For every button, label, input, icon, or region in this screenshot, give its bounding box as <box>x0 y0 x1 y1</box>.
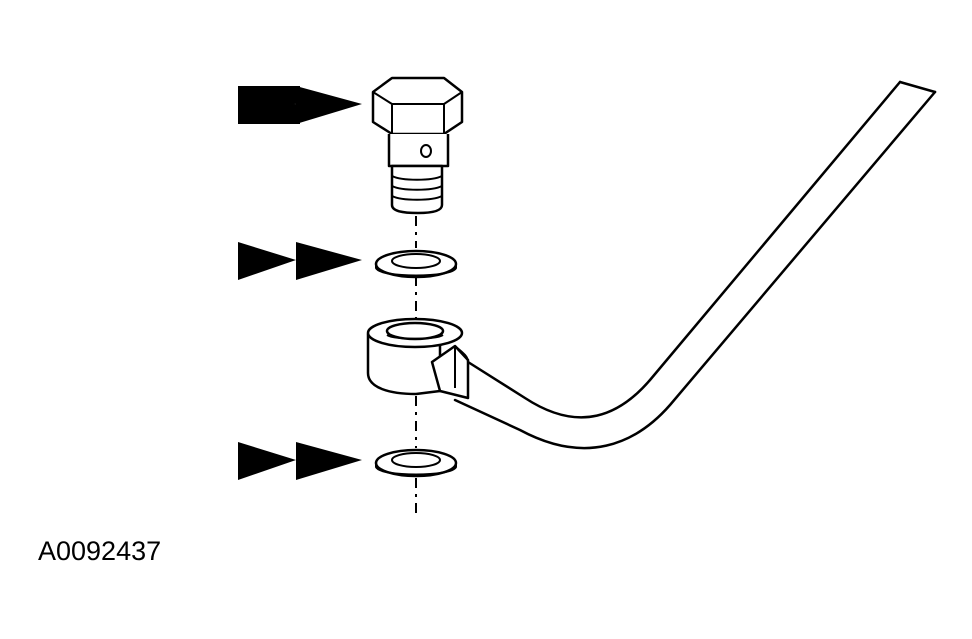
double-arrow-icon <box>238 242 362 280</box>
fuel-line <box>453 80 937 450</box>
lower-sealing-washer <box>374 448 458 478</box>
upper-sealing-washer <box>374 249 458 279</box>
double-arrow-icon <box>238 442 362 480</box>
banjo-bolt <box>371 76 464 215</box>
banjo-fitting <box>366 317 470 400</box>
double-arrow-icon <box>238 86 362 124</box>
figure-id-label: A0092437 <box>38 536 162 566</box>
